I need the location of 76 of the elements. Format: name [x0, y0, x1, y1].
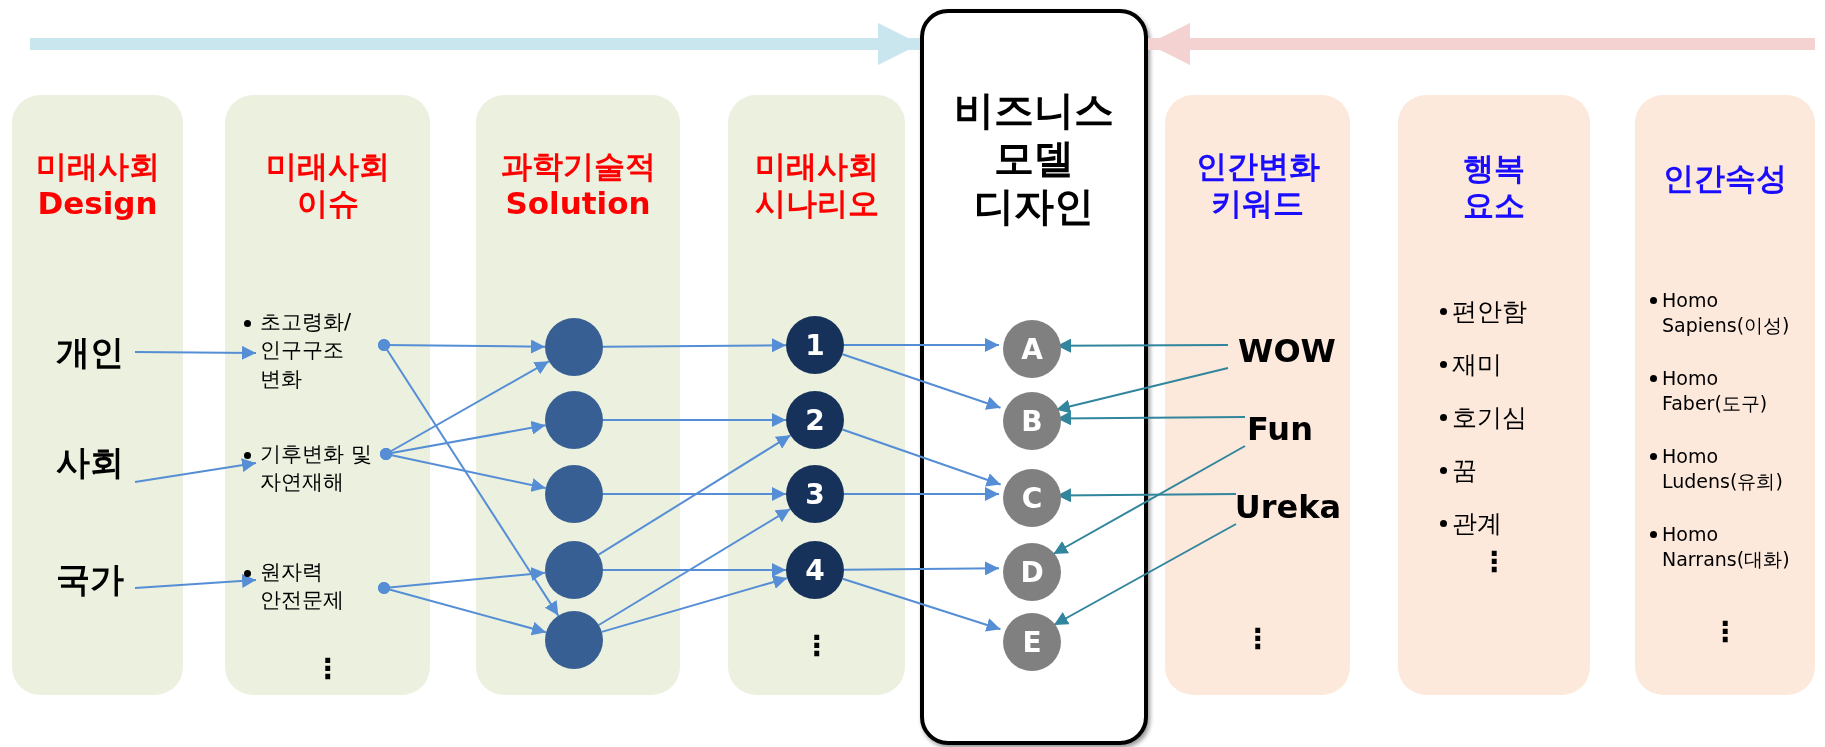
keyword-text: Fun: [1245, 408, 1315, 450]
list-item: 편안함: [1452, 296, 1528, 328]
column-heading: 과학기술적 Solution: [499, 148, 657, 223]
ellipsis-dots: ⋮: [801, 632, 832, 660]
list-item: 호기심: [1452, 402, 1528, 434]
ellipsis-dots: ⋮: [1479, 548, 1509, 576]
list-item: 재미: [1452, 349, 1503, 381]
level-text: 국가: [45, 557, 135, 603]
scenario-circle: 1: [786, 316, 844, 374]
model-circle: A: [1003, 320, 1061, 378]
scenario-circle: 3: [786, 465, 844, 523]
list-item: Homo Faber(도구): [1662, 366, 1769, 416]
arrow: [30, 23, 920, 65]
issue-text: 기후변화 및 자연재해: [256, 440, 378, 528]
column-panel: [728, 95, 905, 695]
issue-text: 원자력 안전문제: [256, 558, 378, 618]
column-panel: [12, 95, 183, 695]
arrow: [843, 561, 1000, 576]
solution-circle: [545, 391, 603, 449]
arrow: [841, 577, 1002, 632]
column-heading: 비즈니스 모델 디자인: [953, 86, 1115, 230]
model-circle: E: [1003, 613, 1061, 671]
column-heading: 인간변화 키워드: [1194, 148, 1321, 223]
level-text: 개인: [45, 330, 135, 376]
arrow: [602, 563, 787, 577]
arrow: [841, 428, 1002, 487]
center-panel: [920, 9, 1148, 745]
column-heading: 행복 요소: [1462, 150, 1526, 225]
arrow: [134, 573, 257, 589]
model-circle: D: [1003, 543, 1061, 601]
arrow: [841, 353, 1002, 410]
scenario-circle: 2: [786, 391, 844, 449]
model-circle: B: [1003, 392, 1061, 450]
column-heading: 미래사회 이슈: [264, 148, 391, 223]
arrow: [602, 338, 787, 353]
arrow: [380, 448, 547, 492]
column-panel: [1398, 95, 1590, 695]
arrow: [378, 339, 560, 617]
arrow: [1052, 523, 1237, 626]
arrow: [600, 575, 789, 633]
arrow: [378, 582, 547, 636]
issue-text: 초고령화/ 인구구조 변화: [256, 308, 378, 396]
arrow: [134, 345, 257, 360]
list-item: Homo Narrans(대화): [1662, 522, 1791, 572]
arrow: [1148, 23, 1815, 65]
scenario-circle: 4: [786, 541, 844, 599]
ellipsis-dots: ⋮: [312, 655, 343, 683]
arrow: [1052, 445, 1246, 555]
arrow: [134, 458, 257, 483]
arrow: [602, 413, 787, 427]
list-item: 관계: [1452, 508, 1503, 540]
arrow: [843, 338, 1000, 352]
solution-circle: [545, 541, 603, 599]
solution-circle: [545, 318, 603, 376]
keyword-text: WOW: [1228, 330, 1346, 372]
solution-circle: [545, 465, 603, 523]
model-circle: C: [1003, 469, 1061, 527]
ellipsis-dots: ⋮: [1710, 618, 1740, 646]
list-item: Homo Sapiens(이성): [1662, 288, 1791, 338]
level-text: 사회: [45, 440, 135, 486]
column-heading: 인간속성: [1662, 160, 1788, 198]
keyword-text: Ureka: [1236, 486, 1340, 528]
solution-circle: [545, 611, 603, 669]
column-panel: [476, 95, 680, 695]
arrow: [843, 487, 1000, 501]
column-panel: [1165, 95, 1350, 695]
ellipsis-dots: ⋮: [1242, 625, 1273, 653]
arrow: [602, 487, 787, 501]
arrow: [597, 508, 792, 626]
list-item: Homo Ludens(유희): [1662, 444, 1784, 494]
list-item: 꿈: [1452, 455, 1478, 487]
column-heading: 미래사회 시나리오: [753, 148, 880, 223]
column-panel: [225, 95, 430, 695]
column-heading: 미래사회 Design: [34, 148, 161, 223]
arrow: [597, 434, 792, 556]
column-panel: [1635, 95, 1815, 695]
